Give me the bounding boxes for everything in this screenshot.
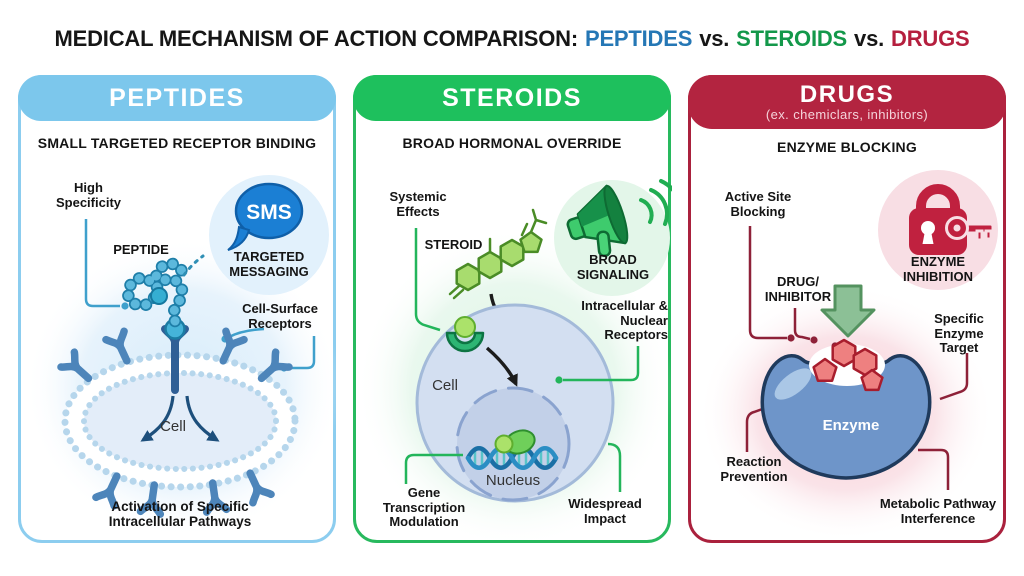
drug-molecule: [809, 338, 885, 392]
label-specific-enzyme-target: Specific Enzyme Target: [934, 311, 984, 356]
cell-membrane: [61, 351, 299, 491]
drugs-subheading: ENZYME BLOCKING: [777, 139, 917, 155]
connector-dot: [121, 302, 129, 310]
steroids-header: STEROIDS: [353, 75, 671, 121]
label-cell: Cell: [432, 377, 458, 394]
connector-dot: [555, 376, 563, 384]
title-vs2: vs.: [854, 26, 885, 51]
drugs-header: DRUGS (ex. chemiclars, inhibitors): [688, 75, 1006, 129]
label-outcome: Activation of Specific Intracellular Pat…: [108, 499, 252, 530]
label-cell-surface-receptors: Cell-Surface Receptors: [242, 301, 318, 331]
title-prefix: MEDICAL MECHANISM OF ACTION COMPARISON:: [54, 26, 579, 51]
peptides-header: PEPTIDES: [18, 75, 336, 121]
label-nucleus: Nucleus: [485, 472, 541, 489]
label-widespread-impact: Widespread Impact: [568, 496, 642, 526]
label-steroid: STEROID: [424, 237, 483, 252]
connector-dot: [787, 334, 795, 342]
label-active-site-blocking: Active Site Blocking: [724, 189, 792, 219]
megaphone-icon: [566, 179, 672, 258]
label-gene-transcription: Gene Transcription Modulation: [382, 485, 466, 530]
connector-widespread-impact: [607, 442, 622, 492]
label-peptide: PEPTIDE: [113, 242, 169, 257]
intracellular-receptor-icon: [445, 316, 485, 353]
page-title: MEDICAL MECHANISM OF ACTION COMPARISON: …: [0, 26, 1024, 52]
label-drug-inhibitor: DRUG/ INHIBITOR: [764, 274, 832, 304]
title-steroids: STEROIDS: [736, 26, 848, 51]
peptide-chain: [121, 254, 205, 328]
connector-dot: [810, 336, 818, 344]
panel-peptides: PEPTIDES SMALL TARGETED RECEPTOR BINDING: [18, 75, 337, 543]
title-peptides: PEPTIDES: [584, 26, 693, 51]
sms-bubble-icon: SMS: [227, 182, 304, 251]
drugs-illustration: [698, 170, 998, 540]
peptides-illustration: SMS: [25, 175, 337, 538]
bound-receptor-icon: [165, 329, 185, 394]
drugs-header-title: DRUGS: [799, 81, 895, 108]
peptides-subheading: SMALL TARGETED RECEPTOR BINDING: [37, 135, 317, 151]
padlock-key-icon: [909, 184, 995, 255]
label-systemic-effects: Systemic Effects: [389, 189, 447, 219]
sms-text: SMS: [246, 201, 292, 224]
title-vs1: vs.: [699, 26, 730, 51]
label-enzyme-inhibition: ENZYME INHIBITION: [902, 254, 974, 284]
inhibitor-down-arrow-icon: [820, 284, 876, 338]
label-cell: Cell: [160, 418, 186, 435]
connector-gene-transcription: [404, 453, 463, 484]
title-drugs: DRUGS: [891, 26, 970, 51]
connector-high-specificity: [84, 219, 120, 308]
drugs-header-subtitle: (ex. chemiclars, inhibitors): [765, 107, 929, 122]
panel-steroids: STEROIDS BROAD HORMONAL OVERRIDE: [353, 75, 672, 543]
connector-systemic-effects: [414, 228, 441, 332]
steroids-subheading: BROAD HORMONAL OVERRIDE: [402, 135, 622, 151]
label-metabolic-pathway: Metabolic Pathway Interference: [879, 496, 997, 526]
label-broad-signaling: BROAD SIGNALING: [576, 252, 650, 282]
label-intracellular-nuclear-receptors: Intracellular & Nuclear Receptors: [581, 298, 668, 343]
connector-intracellular-receptors: [563, 346, 640, 382]
label-reaction-prevention: Reaction Prevention: [720, 454, 788, 484]
label-targeted-messaging: TARGETED MESSAGING: [229, 249, 309, 279]
label-enzyme: Enzyme: [822, 417, 880, 434]
dna-helix: [465, 429, 559, 470]
nucleus-arrow: [485, 346, 518, 387]
steroid-molecule: [448, 208, 548, 300]
panel-drugs: DRUGS (ex. chemiclars, inhibitors) ENZYM…: [688, 75, 1006, 543]
steroids-illustration: [356, 179, 672, 540]
pathway-arrows: [140, 395, 220, 442]
enzyme-shape: [760, 354, 932, 480]
label-high-specificity: High Specificity: [55, 180, 122, 210]
